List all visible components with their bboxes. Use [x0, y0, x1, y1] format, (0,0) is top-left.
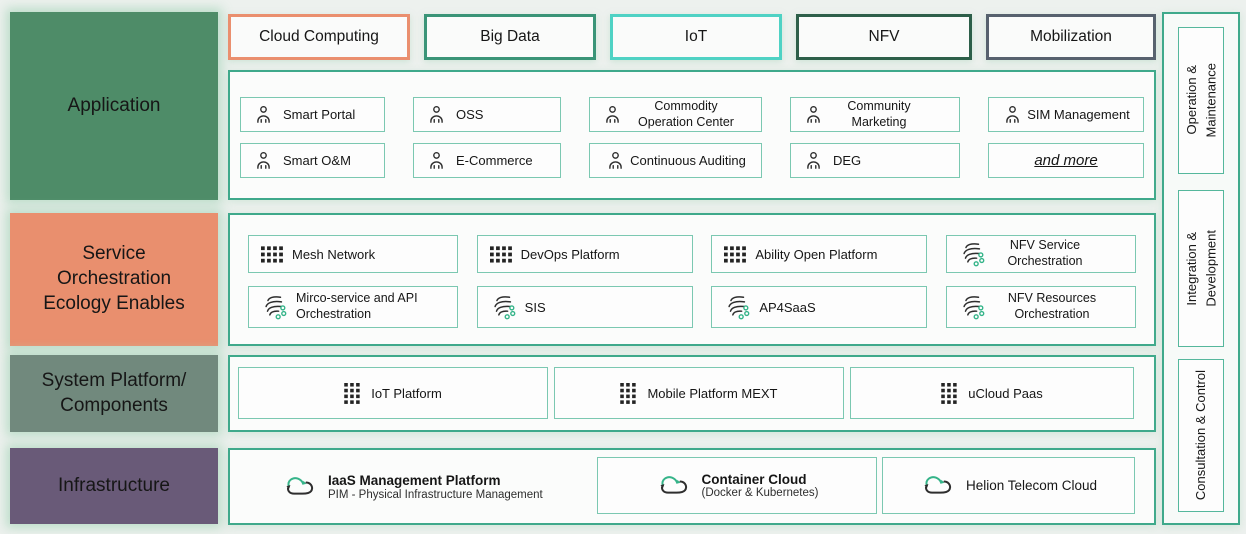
app-item-and-more: and more	[988, 143, 1144, 178]
layer-label: Infrastructure	[58, 474, 170, 496]
flow-icon	[261, 294, 287, 320]
layer-service-orchestration: Service Orchestration Ecology Enables	[10, 213, 218, 346]
infra-item-container-cloud: Container Cloud (Docker & Kubernetes)	[597, 457, 877, 514]
layer-system-platform: System Platform/ Components	[10, 355, 218, 432]
svc-item-devops-platform: DevOps Platform	[476, 235, 693, 273]
flow-icon	[490, 294, 516, 320]
svc-item-ability-open-platform: Ability Open Platform	[711, 235, 928, 273]
tab-label: IoT	[684, 28, 708, 45]
tab-iot: IoT	[610, 14, 782, 60]
app-item-commodity-operation-center: Commodity Operation Center	[589, 97, 762, 132]
grid-icon	[261, 246, 283, 263]
svc-item-sis: SIS	[476, 286, 693, 328]
infrastructure-panel: IaaS Management Platform PIM - Physical …	[228, 448, 1156, 525]
person-icon	[803, 150, 824, 171]
tab-label: Cloud Computing	[259, 28, 379, 45]
app-item-sim-management: SIM Management	[988, 97, 1144, 132]
flow-icon	[959, 241, 985, 267]
tab-mobilization: Mobilization	[986, 14, 1156, 60]
tab-label: Big Data	[480, 28, 540, 45]
tab-label: Mobilization	[1030, 28, 1112, 45]
tab-label: NFV	[868, 28, 900, 45]
infra-item-iaas: IaaS Management Platform PIM - Physical …	[282, 473, 543, 501]
application-panel: Smart Portal OSS Commodity Operation Cen…	[228, 70, 1156, 200]
app-item-community-marketing: Community Marketing	[790, 97, 960, 132]
sys-item-iot-platform: IoT Platform	[238, 367, 548, 419]
grid-icon	[344, 383, 360, 404]
cloud-sync-icon	[656, 472, 690, 499]
person-icon	[1002, 104, 1023, 125]
app-item-smart-portal: Smart Portal	[240, 97, 385, 132]
sys-item-ucloud-paas: uCloud Paas	[850, 367, 1134, 419]
container-cloud-subtitle: (Docker & Kubernetes)	[701, 487, 819, 499]
person-icon	[253, 150, 274, 171]
app-item-smart-om: Smart O&M	[240, 143, 385, 178]
person-icon	[605, 150, 626, 171]
app-item-continuous-auditing: Continuous Auditing	[589, 143, 762, 178]
grid-icon	[941, 383, 957, 404]
system-platform-panel: IoT Platform Mobile Platform MEXT uCloud…	[228, 355, 1156, 432]
iaas-title: IaaS Management Platform	[328, 472, 501, 488]
layer-label: System Platform/ Components	[41, 369, 187, 416]
svc-item-microservice-api-orchestration: Mirco-service and API Orchestration	[248, 286, 458, 328]
cloud-sync-icon	[282, 473, 316, 500]
person-icon	[803, 104, 824, 125]
flow-icon	[959, 294, 985, 320]
layer-label: Application	[67, 94, 161, 116]
panel-integration-development: Integration & Development	[1178, 190, 1224, 347]
helion-title: Helion Telecom Cloud	[965, 478, 1098, 493]
grid-icon	[620, 383, 636, 404]
person-icon	[253, 104, 274, 125]
container-cloud-title: Container Cloud	[701, 472, 807, 487]
infra-item-helion-telecom-cloud: Helion Telecom Cloud	[882, 457, 1135, 514]
person-icon	[602, 104, 623, 125]
iaas-subtitle: PIM - Physical Infrastructure Management	[328, 488, 543, 501]
app-item-oss: OSS	[413, 97, 561, 132]
svc-item-nfv-service-orchestration: NFV Service Orchestration	[945, 235, 1136, 273]
right-sidebar: Operation & Maintenance Integration & De…	[1162, 12, 1240, 525]
layer-application: Application	[10, 12, 218, 200]
tab-big-data: Big Data	[424, 14, 596, 60]
svc-item-nfv-resources-orchestration: NFV Resources Orchestration	[945, 286, 1136, 328]
svc-item-mesh-network: Mesh Network	[248, 235, 458, 273]
person-icon	[426, 104, 447, 125]
panel-consultation-control: Consultation & Control	[1178, 359, 1224, 512]
panel-operation-maintenance: Operation & Maintenance	[1178, 27, 1224, 174]
app-item-deg: DEG	[790, 143, 960, 178]
tab-cloud-computing: Cloud Computing	[228, 14, 410, 60]
cloud-sync-icon	[920, 472, 954, 499]
sys-item-mobile-platform-mext: Mobile Platform MEXT	[554, 367, 844, 419]
app-item-e-commerce: E-Commerce	[413, 143, 561, 178]
service-orchestration-panel: Mesh Network DevOps Platform Ability Ope…	[228, 213, 1156, 346]
layer-infrastructure: Infrastructure	[10, 448, 218, 524]
flow-icon	[724, 294, 750, 320]
grid-icon	[490, 246, 512, 263]
person-icon	[426, 150, 447, 171]
layer-label: Service Orchestration Ecology Enables	[43, 243, 185, 314]
domain-tabs: Cloud Computing Big Data IoT NFV Mobiliz…	[228, 14, 1156, 60]
grid-icon	[724, 246, 746, 263]
svc-item-ap4saas: AP4SaaS	[711, 286, 928, 328]
tab-nfv: NFV	[796, 14, 972, 60]
